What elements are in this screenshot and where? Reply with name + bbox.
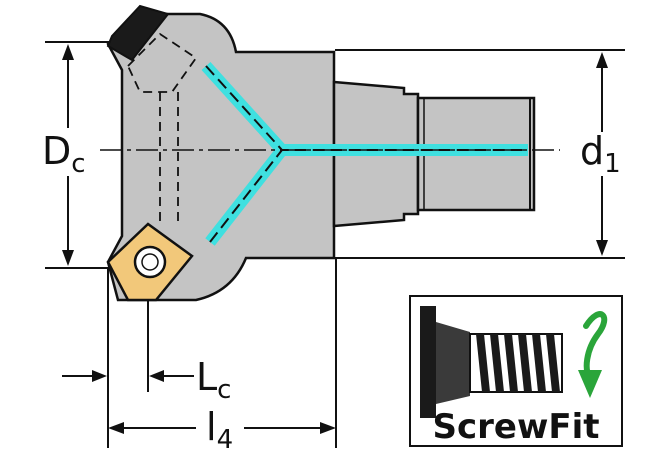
l4-dimension: [108, 422, 336, 434]
l4-label: l4: [206, 405, 233, 455]
extension-lines: [45, 41, 625, 448]
bottom-insert: [106, 222, 194, 302]
d1-dimension: [596, 52, 608, 256]
cutter-head: [106, 12, 336, 302]
lc-label: Lc: [196, 355, 231, 405]
d1-label: d1: [580, 129, 621, 179]
lc-dimension: [62, 370, 194, 382]
screwfit-label: ScrewFit: [432, 407, 599, 447]
rotate-arrow-icon: [578, 311, 608, 398]
dc-label: Dc: [42, 129, 86, 179]
hidden-lines: [126, 32, 198, 222]
screw-thread-icon: [420, 306, 563, 418]
screwfit-badge: ScrewFit: [409, 295, 623, 447]
top-insert: [106, 4, 170, 62]
dc-dimension: [62, 44, 74, 266]
